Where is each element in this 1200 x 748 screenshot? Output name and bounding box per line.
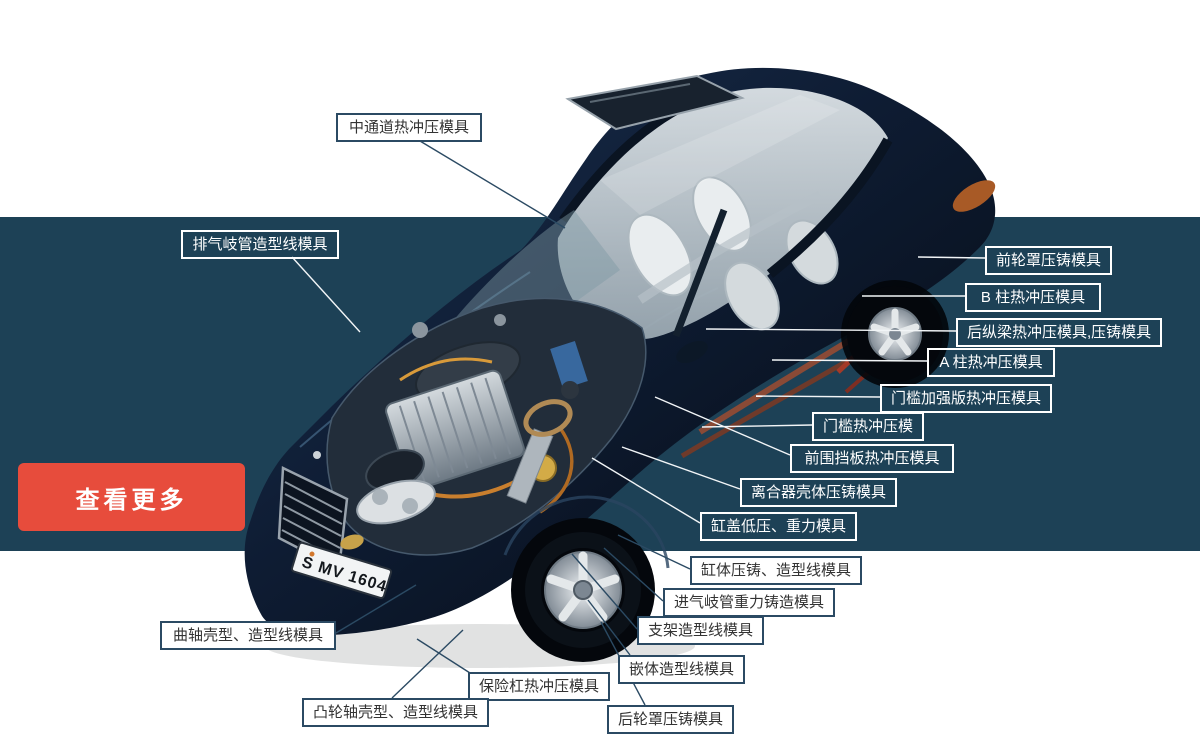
license-plate: S MV 1604 [290, 541, 393, 600]
wire-yellow [399, 357, 493, 382]
part-label-sill: 门槛热冲压模 [812, 412, 925, 441]
fog-lamp [340, 534, 364, 550]
part-label-intake-manifold: 进气岐管重力铸造模具 [663, 588, 836, 617]
b-pillar-line [672, 208, 728, 338]
part-label-cylinder-head: 缸盖低压、重力模具 [700, 512, 858, 541]
part-label-bumper: 保险杠热冲压模具 [468, 672, 611, 701]
sunroof [565, 74, 745, 131]
part-label-exhaust-manifold-line: 排气岐管造型线模具 [181, 230, 339, 259]
part-label-b-pillar: B 柱热冲压模具 [965, 283, 1101, 312]
part-label-front-wheel-housing: 前轮罩压铸模具 [985, 246, 1113, 275]
part-label-dash-panel: 前围挡板热冲压模具 [790, 444, 954, 473]
tail-lamp [952, 180, 996, 212]
front-wheel [503, 495, 670, 662]
c-pillar-line [766, 137, 893, 278]
part-label-center-tunnel: 中通道热冲压模具 [336, 113, 482, 142]
view-more-button[interactable]: 查看更多 [18, 463, 245, 531]
seats [627, 176, 839, 331]
front-grille [277, 451, 349, 571]
part-label-sill-reinforced: 门槛加强版热冲压模具 [880, 384, 1053, 413]
part-label-crankshaft-housing: 曲轴壳型、造型线模具 [160, 621, 336, 650]
part-label-bracket: 支架造型线模具 [637, 616, 765, 645]
part-label-rear-wheel-housing: 后轮罩压铸模具 [607, 705, 735, 734]
blue-bracket [550, 341, 588, 389]
steering-wheel [523, 399, 573, 437]
side-mirror [676, 341, 708, 363]
part-label-insert: 嵌体造型线模具 [618, 655, 746, 684]
part-label-camshaft-housing: 凸轮轴壳型、造型线模具 [302, 698, 490, 727]
part-label-rear-rail: 后纵梁热冲压模具,压铸模具 [956, 318, 1163, 347]
hood-ornament [313, 451, 321, 459]
part-label-clutch-housing: 离合器壳体压铸模具 [740, 478, 898, 507]
part-label-a-pillar: A 柱热冲压模具 [927, 348, 1055, 377]
part-label-cylinder-block: 缸体压铸、造型线模具 [690, 556, 863, 585]
